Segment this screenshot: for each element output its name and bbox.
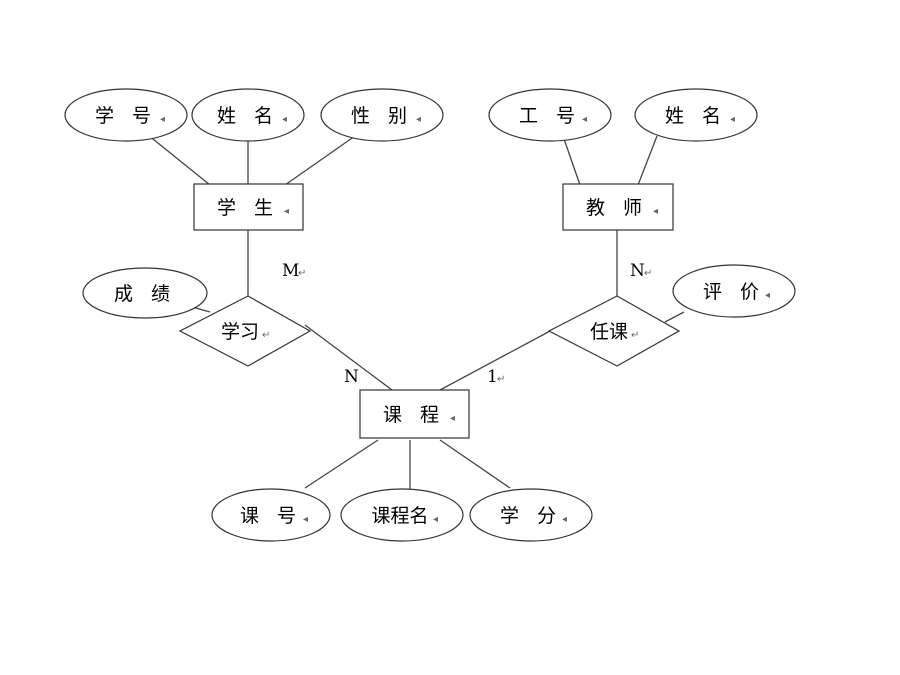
attribute-teacher-name: 姓 名 ◂ bbox=[634, 88, 758, 142]
attribute-student-name-label: 姓 名 bbox=[217, 105, 279, 127]
entity-student-mark: ◂ bbox=[284, 206, 289, 217]
attribute-student-name: 姓 名 ◂ bbox=[191, 88, 305, 142]
cardinality-m-mark: ↵ bbox=[298, 268, 306, 279]
attribute-grade-label: 成 绩 bbox=[114, 283, 176, 305]
cardinality-teach-course: 1 ↵ bbox=[487, 367, 505, 387]
entity-course-label: 课 程 bbox=[383, 404, 445, 426]
attribute-evaluation-mark: ◂ bbox=[765, 290, 770, 301]
relationship-teach-label: 任课 bbox=[590, 321, 628, 343]
cardinality-m: M bbox=[282, 261, 299, 281]
relationship-teach: 任课 ↵ bbox=[547, 295, 681, 367]
attribute-student-id-mark: ◂ bbox=[160, 114, 165, 125]
cardinality-teacher-teach: N ↵ bbox=[630, 261, 652, 281]
attribute-credit: 学 分 ◂ bbox=[469, 488, 593, 542]
attribute-teacher-id-label: 工 号 bbox=[519, 105, 581, 127]
attribute-evaluation: 评 价 ◂ bbox=[672, 264, 796, 318]
entity-student-label: 学 生 bbox=[217, 197, 279, 219]
attribute-course-name-mark: ◂ bbox=[433, 514, 438, 525]
attribute-teacher-name-mark: ◂ bbox=[730, 114, 735, 125]
edge-evaluation-teach bbox=[664, 311, 685, 323]
attribute-student-gender: 性 别 ◂ bbox=[320, 88, 444, 142]
attribute-credit-mark: ◂ bbox=[562, 514, 567, 525]
edge-student-id bbox=[147, 134, 211, 186]
cardinality-one: 1 bbox=[487, 367, 498, 387]
edge-course-id bbox=[304, 439, 379, 489]
edge-teacher-name bbox=[637, 135, 658, 186]
attribute-course-name-label: 课程名 bbox=[371, 505, 428, 527]
cardinality-student-study: M ↵ bbox=[282, 261, 306, 281]
cardinality-n-right-mark: ↵ bbox=[644, 268, 652, 279]
attribute-grade: 成 绩 bbox=[82, 267, 208, 319]
entity-teacher: 教 师 ◂ bbox=[562, 183, 674, 231]
attribute-student-id-label: 学 号 bbox=[95, 105, 157, 127]
relationship-study-label: 学习 bbox=[221, 321, 259, 343]
cardinality-one-mark: ↵ bbox=[497, 374, 505, 385]
attribute-student-gender-label: 性 别 bbox=[351, 105, 413, 127]
cardinality-n-left: N bbox=[344, 367, 359, 387]
relationship-study-mark: ↵ bbox=[262, 330, 270, 341]
edge-student-gender bbox=[284, 135, 356, 186]
edge-study-course bbox=[304, 324, 393, 391]
attribute-course-id-mark: ◂ bbox=[303, 514, 308, 525]
entity-course-mark: ◂ bbox=[450, 413, 455, 424]
attribute-teacher-id-mark: ◂ bbox=[582, 114, 587, 125]
relationship-study: 学习 ↵ bbox=[178, 295, 312, 367]
entity-teacher-label: 教 师 bbox=[586, 197, 648, 219]
attribute-teacher-id: 工 号 ◂ bbox=[488, 88, 612, 142]
attribute-student-name-mark: ◂ bbox=[282, 114, 287, 125]
attribute-course-name: 课程名 ◂ bbox=[340, 488, 464, 542]
attribute-course-id: 课 号 ◂ bbox=[211, 488, 331, 542]
entity-teacher-mark: ◂ bbox=[653, 206, 658, 217]
entity-student: 学 生 ◂ bbox=[193, 183, 304, 231]
edge-credit bbox=[439, 439, 511, 489]
entity-course: 课 程 ◂ bbox=[359, 389, 470, 439]
attribute-student-gender-mark: ◂ bbox=[416, 114, 421, 125]
attribute-teacher-name-label: 姓 名 bbox=[665, 105, 727, 127]
attribute-course-id-label: 课 号 bbox=[240, 505, 302, 527]
attribute-credit-label: 学 分 bbox=[500, 505, 562, 527]
attribute-evaluation-label: 评 价 bbox=[703, 281, 765, 303]
relationship-teach-mark: ↵ bbox=[631, 330, 639, 341]
attribute-student-id: 学 号 ◂ bbox=[64, 88, 188, 142]
cardinality-n-right: N bbox=[630, 261, 645, 281]
edge-teach-course bbox=[439, 329, 553, 391]
cardinality-study-course: N bbox=[344, 367, 359, 387]
edge-teacher-id bbox=[562, 135, 581, 186]
edges bbox=[147, 134, 685, 490]
